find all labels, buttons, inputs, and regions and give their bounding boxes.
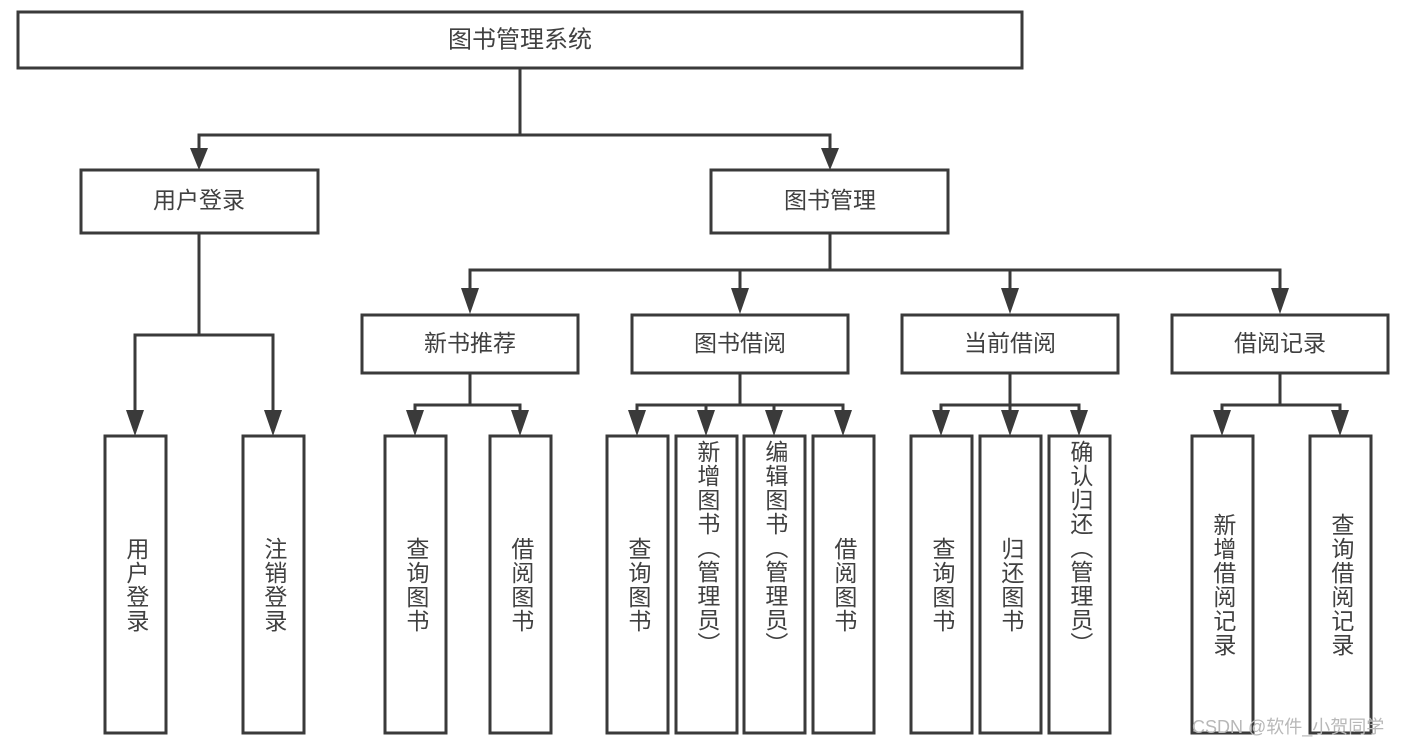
- arrow-currentborrow-leaf-3: [1070, 410, 1088, 436]
- connector-group-current-borrow: [932, 371, 1088, 436]
- node-user-login-box[interactable]: [79, 168, 320, 235]
- node-book-borrow-box[interactable]: [630, 313, 850, 375]
- connector-group-root: [190, 66, 839, 170]
- leaf-box-user-logout[interactable]: [241, 434, 306, 735]
- arrow-user-login-leaf-2: [264, 410, 282, 436]
- arrow-bookborrow-leaf-2: [697, 410, 715, 436]
- node-book-manage-box[interactable]: [709, 168, 950, 235]
- arrow-book-manage-child-2: [731, 288, 749, 314]
- arrow-book-manage-child-4: [1271, 288, 1289, 314]
- node-borrow-record[interactable]: 借阅记录: [1170, 313, 1390, 375]
- node-borrow-record-box[interactable]: [1170, 313, 1390, 375]
- arrow-currentborrow-leaf-1: [932, 410, 950, 436]
- leaf-box-query-book-1[interactable]: [383, 434, 448, 735]
- leaf-box-confirm-return[interactable]: [1047, 434, 1112, 735]
- connector-group-new-book-recommend: [406, 371, 529, 436]
- arrow-newbook-leaf-2: [511, 410, 529, 436]
- node-root-label: 图书管理系统: [448, 26, 592, 53]
- node-user-login[interactable]: 用户登录: [79, 168, 320, 235]
- arrow-user-login-leaf-1: [126, 410, 144, 436]
- node-root[interactable]: 图书管理系统: [16, 10, 1024, 70]
- arrow-root-to-book-manage: [821, 148, 839, 170]
- leaf-box-query-record[interactable]: [1308, 434, 1373, 735]
- leaf-box-borrow-book-1[interactable]: [488, 434, 553, 735]
- connector-group-borrow-record: [1213, 371, 1349, 436]
- node-book-borrow[interactable]: 图书借阅: [630, 313, 850, 375]
- leaf-box-edit-book[interactable]: [742, 434, 807, 735]
- node-current-borrow[interactable]: 当前借阅: [900, 313, 1120, 375]
- leaf-box-borrow-book-2[interactable]: [811, 434, 876, 735]
- arrow-borrowrecord-leaf-1: [1213, 410, 1231, 436]
- leaf-box-add-record[interactable]: [1190, 434, 1255, 735]
- node-current-borrow-label: 当前借阅: [964, 330, 1056, 356]
- arrow-book-manage-child-3: [1001, 288, 1019, 314]
- node-current-borrow-box[interactable]: [900, 313, 1120, 375]
- leaf-box-return-book[interactable]: [978, 434, 1043, 735]
- arrow-currentborrow-leaf-2: [1001, 410, 1019, 436]
- leaf-box-query-book-3[interactable]: [909, 434, 974, 735]
- arrow-book-manage-child-1: [461, 288, 479, 314]
- node-new-book-recommend[interactable]: 新书推荐: [360, 313, 580, 375]
- connector-group-book-manage: [461, 231, 1289, 314]
- leaf-box-user-login[interactable]: [103, 434, 168, 735]
- node-root-box[interactable]: [16, 10, 1024, 70]
- node-book-borrow-label: 图书借阅: [694, 330, 786, 356]
- node-new-book-recommend-label: 新书推荐: [424, 330, 516, 356]
- leaf-box-query-book-2[interactable]: [605, 434, 670, 735]
- arrow-borrowrecord-leaf-2: [1331, 410, 1349, 436]
- connector-group-user-login: [126, 231, 282, 436]
- arrow-bookborrow-leaf-3: [765, 410, 783, 436]
- arrow-bookborrow-leaf-4: [834, 410, 852, 436]
- node-book-manage[interactable]: 图书管理: [709, 168, 950, 235]
- connector-group-book-borrow: [628, 371, 852, 436]
- arrow-bookborrow-leaf-1: [628, 410, 646, 436]
- csdn-watermark: CSDN @软件_小贺同学: [1192, 717, 1385, 737]
- leaf-box-add-book[interactable]: [674, 434, 739, 735]
- arrow-root-to-user-login: [190, 148, 208, 170]
- node-new-book-recommend-box[interactable]: [360, 313, 580, 375]
- arrow-newbook-leaf-1: [406, 410, 424, 436]
- node-book-manage-label: 图书管理: [784, 187, 876, 213]
- node-borrow-record-label: 借阅记录: [1234, 330, 1326, 356]
- node-user-login-label: 用户登录: [153, 187, 245, 213]
